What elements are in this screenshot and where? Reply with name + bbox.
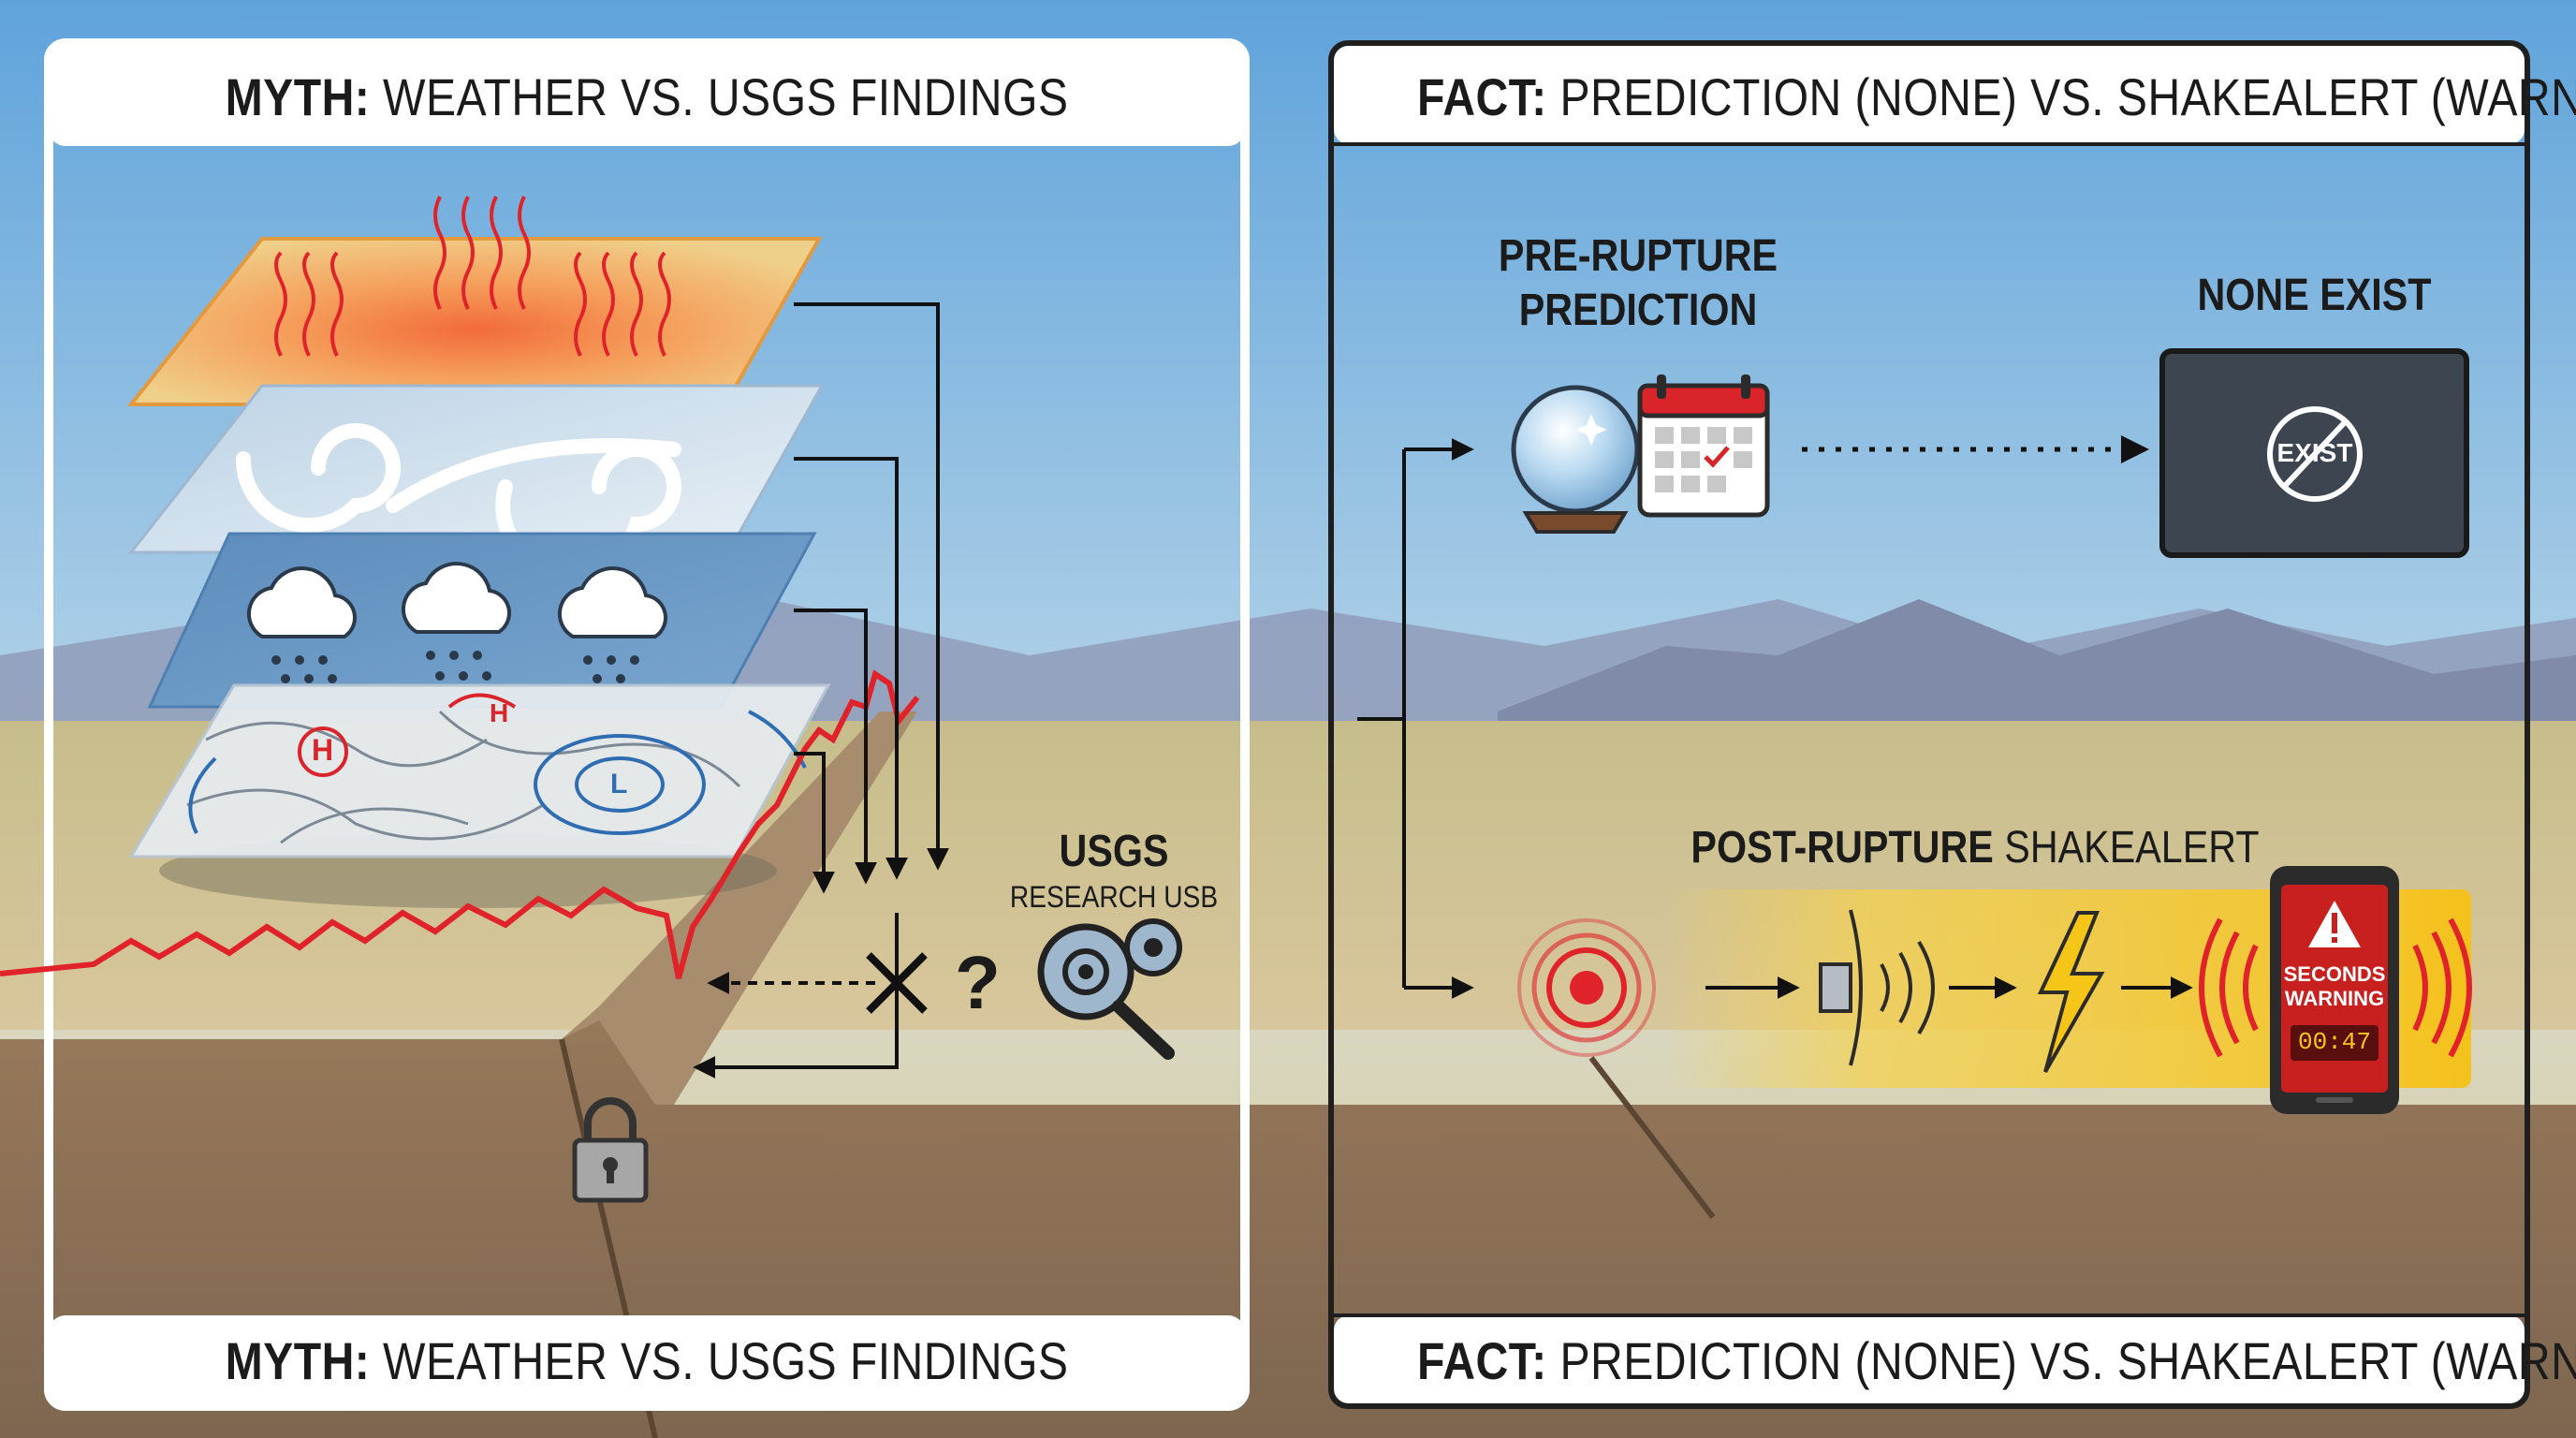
high-pressure-label-2: H bbox=[490, 698, 509, 727]
usgs-title: USGS bbox=[1059, 827, 1169, 876]
phone-line2: WARNING bbox=[2284, 987, 2385, 1010]
magnifier-gear-icon bbox=[1037, 918, 1182, 1060]
x-mark bbox=[866, 952, 928, 1014]
none-exist-label: NONE EXIST bbox=[2197, 271, 2432, 320]
fact-title-prefix: FACT: bbox=[1417, 67, 1547, 126]
fact-footer-bar bbox=[1334, 1315, 2525, 1403]
high-pressure-label-1: H bbox=[312, 733, 334, 767]
branch-connectors bbox=[1357, 435, 2149, 999]
pre-rupture-line1: PRE-RUPTURE bbox=[1498, 231, 1778, 281]
sensor-icon bbox=[1819, 909, 1935, 1066]
calendar-icon bbox=[1637, 374, 1770, 518]
lock-icon bbox=[572, 1097, 649, 1203]
phone-line1: SECONDS bbox=[2283, 962, 2386, 986]
pre-rupture-line2: PREDICTION bbox=[1518, 286, 1758, 335]
fact-title-bar bbox=[1334, 46, 2525, 144]
isobars bbox=[186, 710, 741, 844]
usgs-subtitle: RESEARCH USB bbox=[1009, 880, 1219, 914]
fact-footer-prefix: FACT: bbox=[1417, 1331, 1547, 1390]
myth-footer-rest: WEATHER VS. USGS FINDINGS bbox=[383, 1331, 1069, 1390]
myth-footer: MYTH: WEATHER VS. USGS FINDINGS bbox=[132, 1335, 1161, 1387]
fact-title-rest: PREDICTION (NONE) VS. SHAKEALERT (WARNIN… bbox=[1559, 67, 2576, 126]
crystal-ball-icon bbox=[1511, 385, 1640, 534]
post-rupture-bold: POST-RUPTURE bbox=[1690, 823, 1994, 873]
post-rupture-label: POST-RUPTURE SHAKEALERT bbox=[1677, 826, 2273, 871]
pressure-map bbox=[128, 683, 831, 858]
fact-panel-frame bbox=[1328, 40, 2530, 1409]
myth-footer-prefix: MYTH: bbox=[225, 1331, 371, 1390]
lightning-icon bbox=[2037, 911, 2105, 1073]
fact-footer: FACT: PREDICTION (NONE) VS. SHAKEALERT (… bbox=[1417, 1335, 2576, 1387]
myth-footer-bar bbox=[49, 1315, 1245, 1406]
phone-timer: 00:47 bbox=[2297, 1028, 2371, 1056]
fact-footer-rest: PREDICTION (NONE) VS. SHAKEALERT (WARNIN… bbox=[1559, 1331, 2576, 1390]
myth-title-bar bbox=[49, 43, 1245, 146]
phone-alert-icon bbox=[2199, 866, 2472, 1114]
exist-badge-text: EXIST bbox=[2276, 438, 2353, 467]
low-pressure-label: L bbox=[610, 769, 628, 800]
question-mark: ? bbox=[955, 941, 1001, 1024]
prohibited-icon bbox=[2267, 406, 2363, 502]
epicenter-icon bbox=[1517, 918, 1656, 1057]
fault-scarp bbox=[0, 712, 917, 1105]
myth-title: MYTH: WEATHER VS. USGS FINDINGS bbox=[132, 71, 1161, 124]
rain-cloud-icon bbox=[246, 562, 668, 683]
myth-title-rest: WEATHER VS. USGS FINDINGS bbox=[383, 67, 1069, 126]
fact-title: FACT: PREDICTION (NONE) VS. SHAKEALERT (… bbox=[1417, 71, 2576, 124]
fault-line-red bbox=[0, 669, 920, 979]
myth-title-prefix: MYTH: bbox=[225, 67, 371, 126]
post-rupture-rest: SHAKEALERT bbox=[2004, 823, 2260, 873]
heat-waves-icon bbox=[274, 196, 671, 357]
layer-connectors bbox=[693, 302, 949, 1078]
